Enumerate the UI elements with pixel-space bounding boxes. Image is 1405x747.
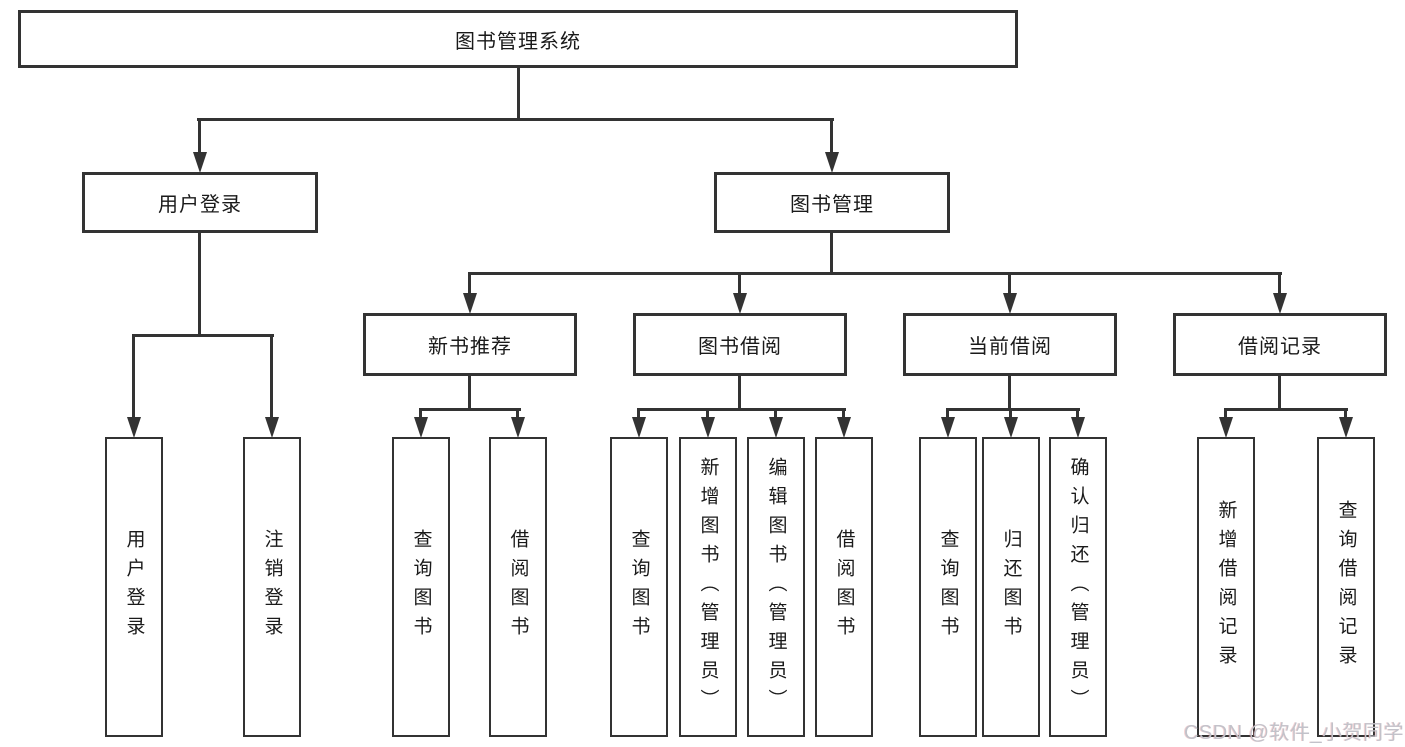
leaf-query-books-borrowing: 查询图书 [610,437,668,737]
connector-line [468,272,471,297]
connector-line [1009,408,1012,421]
connector-line [1008,272,1011,297]
connector-line [198,233,201,336]
connector-line [830,233,833,275]
arrowhead-down-icon [463,293,477,314]
leaf-label: 注销登录 [261,529,283,645]
connector-line [516,408,519,421]
connector-line [270,334,273,420]
node-user-login: 用户登录 [82,172,318,233]
connector-line [946,408,1080,411]
leaf-query-books-recommend: 查询图书 [392,437,450,737]
node-book-borrowing: 图书借阅 [633,313,847,376]
node-borrowing-records: 借阅记录 [1173,313,1387,376]
leaf-label: 查询借阅记录 [1335,500,1357,674]
leaf-edit-books-admin: 编辑图书（管理员） [747,437,805,737]
connector-line [738,272,741,297]
connector-line [132,334,135,420]
node-library-management-system: 图书管理系统 [18,10,1018,68]
node-label: 图书借阅 [698,336,782,358]
connector-line [1076,408,1079,421]
arrowhead-down-icon [769,417,783,438]
arrowhead-down-icon [701,417,715,438]
leaf-query-borrow-record: 查询借阅记录 [1317,437,1375,737]
arrowhead-down-icon [941,417,955,438]
leaf-label: 用户登录 [123,529,145,645]
node-label: 新书推荐 [428,336,512,358]
node-label: 用户登录 [158,194,242,216]
arrowhead-down-icon [127,417,141,438]
leaf-label: 归还图书 [1000,529,1022,645]
leaf-label: 新增借阅记录 [1215,500,1237,674]
connector-line [419,408,521,411]
arrowhead-down-icon [511,417,525,438]
leaf-borrow-books-recommend: 借阅图书 [489,437,547,737]
leaf-label: 查询图书 [937,529,959,645]
arrowhead-down-icon [837,417,851,438]
connector-line [197,118,834,121]
connector-line [1008,375,1011,411]
arrowhead-down-icon [265,417,279,438]
leaf-label: 新增图书（管理员） [697,456,719,718]
connector-line [1344,408,1347,421]
csdn-watermark: CSDN @软件_小贺同学 [1184,722,1405,744]
arrowhead-down-icon [825,152,839,173]
node-new-book-recommendation: 新书推荐 [363,313,577,376]
connector-line [946,408,949,421]
arrowhead-down-icon [1071,417,1085,438]
node-label: 当前借阅 [968,336,1052,358]
connector-line [419,408,422,421]
leaf-label: 确认归还（管理员） [1067,456,1089,718]
connector-line [1224,408,1227,421]
node-label: 图书管理系统 [455,30,581,53]
leaf-logout: 注销登录 [243,437,301,737]
leaf-return-books: 归还图书 [982,437,1040,737]
connector-line [774,408,777,421]
arrowhead-down-icon [1339,417,1353,438]
connector-line [1278,375,1281,411]
connector-line [517,66,520,120]
connector-line [468,272,1282,275]
connector-line [738,375,741,411]
arrowhead-down-icon [193,152,207,173]
leaf-add-books-admin: 新增图书（管理员） [679,437,737,737]
connector-line [830,118,833,156]
connector-line [198,118,201,156]
leaf-borrow-books: 借阅图书 [815,437,873,737]
node-book-management: 图书管理 [714,172,950,233]
arrowhead-down-icon [733,293,747,314]
arrowhead-down-icon [1003,293,1017,314]
node-current-borrowing: 当前借阅 [903,313,1117,376]
arrowhead-down-icon [1273,293,1287,314]
leaf-label: 借阅图书 [507,529,529,645]
leaf-user-login: 用户登录 [105,437,163,737]
connector-line [637,408,846,411]
node-label: 借阅记录 [1238,336,1322,358]
node-label: 图书管理 [790,194,874,216]
connector-line [706,408,709,421]
leaf-label: 编辑图书（管理员） [765,456,787,718]
leaf-label: 查询图书 [410,529,432,645]
connector-line [1224,408,1348,411]
leaf-label: 查询图书 [628,529,650,645]
arrowhead-down-icon [1004,417,1018,438]
arrowhead-down-icon [414,417,428,438]
connector-line [468,375,471,411]
leaf-add-borrow-record: 新增借阅记录 [1197,437,1255,737]
arrowhead-down-icon [1219,417,1233,438]
leaf-label: 借阅图书 [833,529,855,645]
connector-line [1278,272,1281,297]
leaf-query-books-current: 查询图书 [919,437,977,737]
connector-line [132,334,274,337]
leaf-confirm-return-admin: 确认归还（管理员） [1049,437,1107,737]
arrowhead-down-icon [632,417,646,438]
connector-line [842,408,845,421]
connector-line [637,408,640,421]
